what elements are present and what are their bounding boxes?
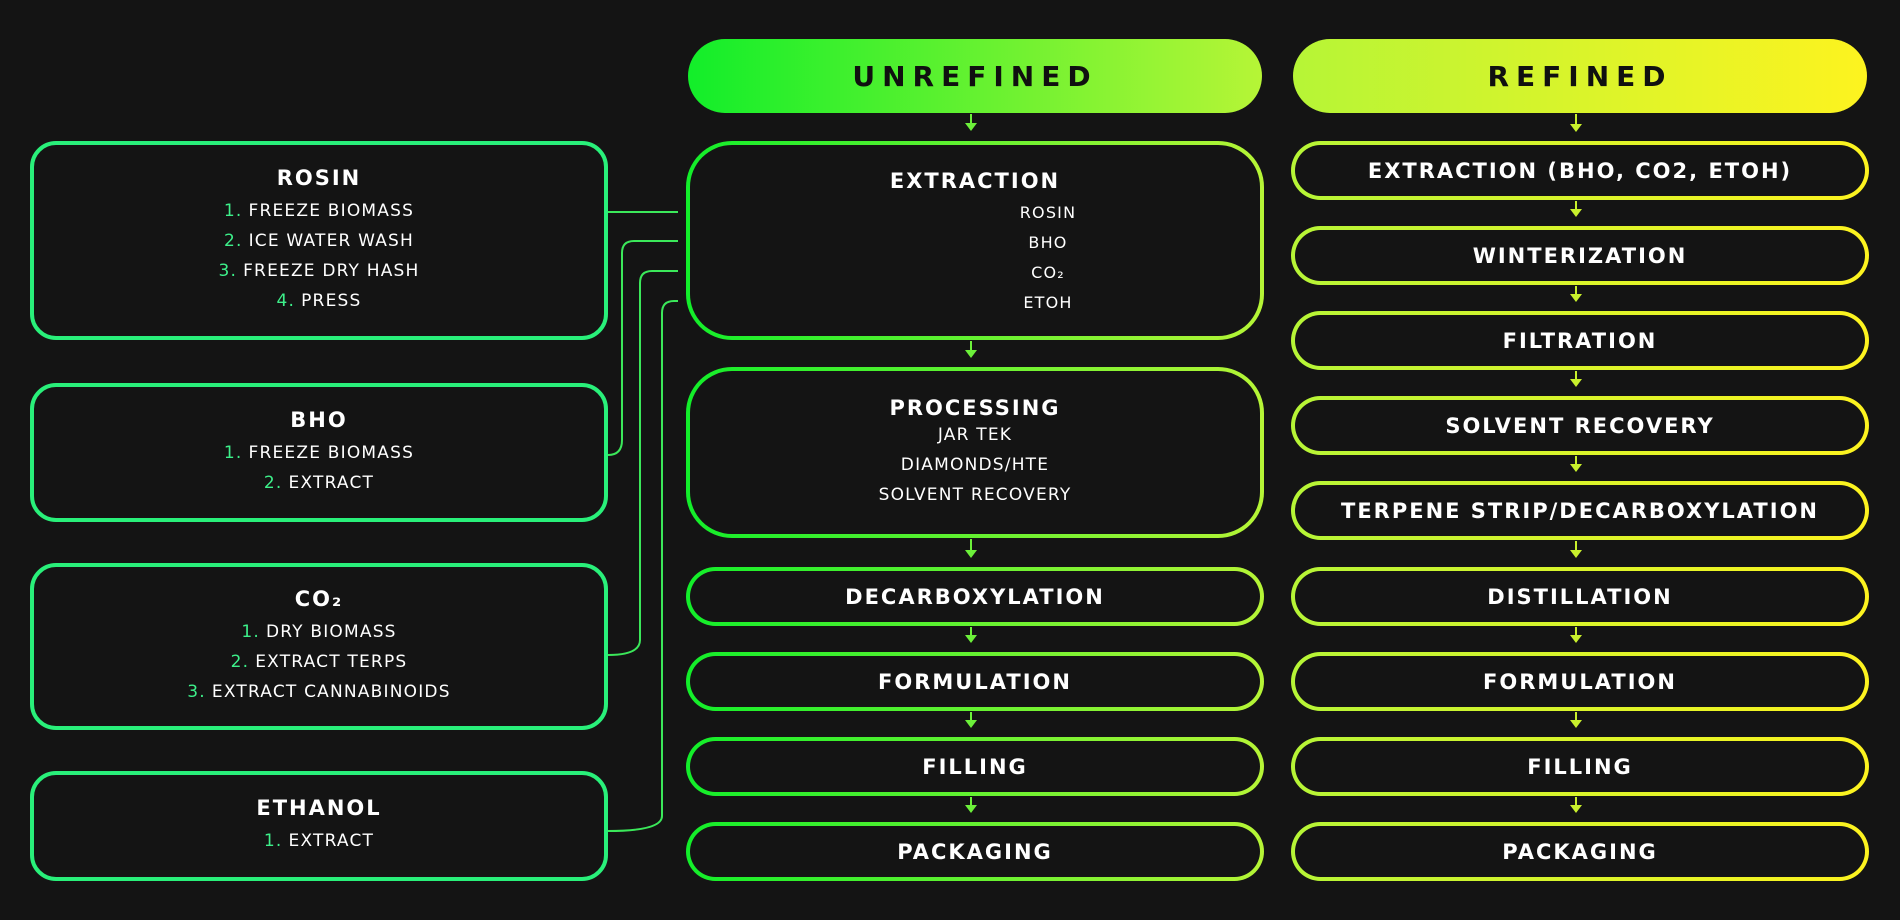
arrow-refined-4-head [1570, 464, 1582, 472]
arrow-decarb-formulation-head [965, 635, 977, 643]
refined-step-filtration: FILTRATION [1291, 311, 1869, 370]
method-step: 4.PRESS [276, 290, 362, 311]
step-label: PACKAGING [1502, 839, 1658, 864]
extraction-item-bho: BHO [1028, 233, 1068, 252]
unrefined-step-packaging: PACKAGING [686, 822, 1264, 881]
arrow-refined-1-head [1570, 209, 1582, 217]
refined-step-winterization: WINTERIZATION [1291, 226, 1869, 285]
refined-step-distillation: DISTILLATION [1291, 567, 1869, 626]
method-step: 1.EXTRACT [263, 831, 375, 851]
refined-step-packaging: PACKAGING [1291, 822, 1869, 881]
step-label: TERPENE STRIP/DECARBOXYLATION [1341, 498, 1819, 523]
arrow-unrefined-header-head [965, 123, 977, 131]
method-step: 1.DRY BIOMASS [241, 621, 397, 642]
arrow-refined-8-head [1570, 805, 1582, 813]
method-step: 2.EXTRACT TERPS [230, 651, 408, 672]
arrow-extraction-processing-head [965, 350, 977, 358]
extraction-item-etoh: ETOH [1023, 293, 1073, 312]
unrefined-extraction-box: EXTRACTION ROSIN BHO CO₂ ETOH [686, 141, 1264, 340]
step-label: DISTILLATION [1487, 584, 1673, 609]
refined-step-formulation: FORMULATION [1291, 652, 1869, 711]
method-rosin: ROSIN 1.FREEZE BIOMASS 2.ICE WATER WASH … [30, 141, 608, 340]
connector-ethanol [607, 300, 678, 832]
step-label: DECARBOXYLATION [845, 584, 1105, 609]
unrefined-step-formulation: FORMULATION [686, 652, 1264, 711]
method-step: 1.FREEZE BIOMASS [223, 442, 415, 463]
arrow-refined-2-head [1570, 294, 1582, 302]
unrefined-step-decarboxylation: DECARBOXYLATION [686, 567, 1264, 626]
arrow-refined-5-head [1570, 550, 1582, 558]
refined-header-label: REFINED [1487, 59, 1673, 93]
step-label: FILLING [922, 754, 1028, 779]
method-co2: CO₂ 1.DRY BIOMASS 2.EXTRACT TERPS 3.EXTR… [30, 563, 608, 730]
method-step: 3.FREEZE DRY HASH [218, 260, 420, 281]
method-title: ETHANOL [256, 796, 382, 820]
unrefined-header: UNREFINED [688, 39, 1262, 113]
refined-step-filling: FILLING [1291, 737, 1869, 796]
extraction-title: EXTRACTION [889, 169, 1061, 193]
refined-step-terpene-strip: TERPENE STRIP/DECARBOXYLATION [1291, 481, 1869, 540]
step-label: FORMULATION [1483, 669, 1677, 694]
refined-header: REFINED [1293, 39, 1867, 113]
unrefined-step-filling: FILLING [686, 737, 1264, 796]
method-step: 1.FREEZE BIOMASS [223, 200, 415, 221]
processing-title: PROCESSING [889, 395, 1061, 420]
connector-co2 [607, 270, 678, 656]
method-title: BHO [290, 407, 348, 432]
method-bho: BHO 1.FREEZE BIOMASS 2.EXTRACT [30, 383, 608, 522]
processing-item: DIAMONDS/HTE [900, 454, 1050, 475]
arrow-refined-3-head [1570, 379, 1582, 387]
method-step: 2.ICE WATER WASH [223, 230, 415, 251]
step-label: FILTRATION [1502, 328, 1658, 353]
method-title: ROSIN [276, 165, 362, 190]
refined-step-extraction: EXTRACTION (BHO, CO2, ETOH) [1291, 141, 1869, 200]
extraction-item-rosin: ROSIN [1019, 203, 1077, 222]
arrow-processing-decarb-head [965, 550, 977, 558]
processing-item: JAR TEK [937, 424, 1013, 445]
step-label: FORMULATION [878, 669, 1072, 694]
processing-item: SOLVENT RECOVERY [878, 484, 1072, 505]
method-step: 3.EXTRACT CANNABINOIDS [187, 681, 451, 702]
extraction-item-co2: CO₂ [1031, 263, 1065, 282]
method-title: CO₂ [294, 586, 344, 611]
arrow-formulation-filling-head [965, 720, 977, 728]
arrow-refined-6-head [1570, 635, 1582, 643]
method-ethanol: ETHANOL 1.EXTRACT [30, 771, 608, 881]
step-label: FILLING [1527, 754, 1633, 779]
connector-bho [607, 240, 678, 456]
unrefined-header-label: UNREFINED [852, 59, 1098, 93]
step-label: PACKAGING [897, 839, 1053, 864]
step-label: SOLVENT RECOVERY [1445, 413, 1715, 438]
arrow-refined-0-head [1570, 124, 1582, 132]
arrow-filling-packaging-head [965, 805, 977, 813]
step-label: EXTRACTION (BHO, CO2, ETOH) [1367, 158, 1793, 183]
arrow-refined-7-head [1570, 720, 1582, 728]
refined-step-solvent-recovery: SOLVENT RECOVERY [1291, 396, 1869, 455]
method-step: 2.EXTRACT [263, 472, 375, 493]
step-label: WINTERIZATION [1472, 243, 1688, 268]
unrefined-processing-box: PROCESSING JAR TEK DIAMONDS/HTE SOLVENT … [686, 367, 1264, 538]
